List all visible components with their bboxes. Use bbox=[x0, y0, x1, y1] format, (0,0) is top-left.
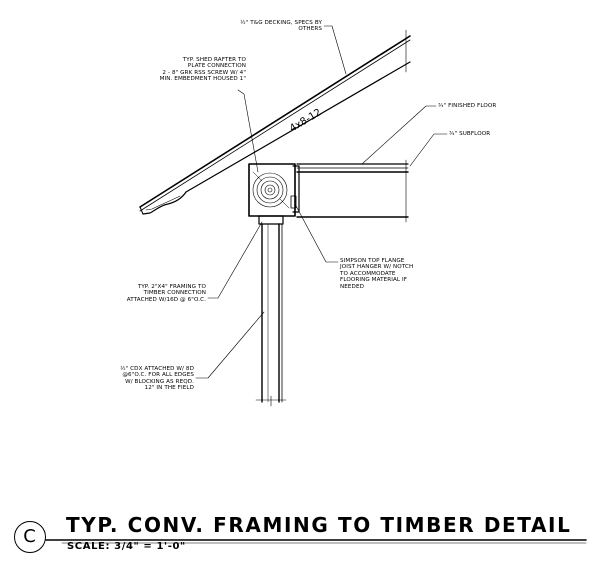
floor-assembly bbox=[296, 159, 409, 223]
note-rafter-connection-line-3: 2 - 8" GRK RSS SCREW W/ 4" bbox=[162, 69, 246, 76]
growth-ring-4 bbox=[264, 184, 276, 196]
note-framing-line-2: TIMBER CONNECTION bbox=[143, 290, 206, 297]
note-hanger-line-3: TO ACCOMMODATE bbox=[340, 270, 396, 277]
leader-subfloor bbox=[409, 133, 448, 167]
note-finished-floor: ¾" FINISHED FLOOR bbox=[438, 103, 538, 109]
note-rafter-connection: TYP. SHED RAFTER TO PLATE CONNECTION 2 -… bbox=[120, 57, 246, 83]
rafter-tail-profile bbox=[142, 191, 187, 215]
leader-hanger bbox=[294, 203, 339, 263]
beam-check-1 bbox=[252, 171, 263, 182]
rafter-tail-inner bbox=[145, 195, 181, 211]
note-rafter-connection-line-2: PLATE CONNECTION bbox=[187, 63, 246, 70]
note-hanger-line-4: FLOORING MATERIAL IF bbox=[340, 277, 408, 284]
note-sheathing: ½" CDX ATTACHED W/ 8d @6"O.C. FOR ALL ED… bbox=[86, 366, 194, 392]
growth-ring-1 bbox=[252, 172, 288, 208]
note-rafter-connection-line-1: TYP. SHED RAFTER TO bbox=[182, 57, 246, 63]
decking-top-line bbox=[139, 35, 411, 208]
note-decking-line-2: OTHERS bbox=[298, 26, 322, 33]
detail-title: TYP. CONV. FRAMING TO TIMBER DETAIL bbox=[66, 513, 572, 537]
note-sheathing-line-2: @6"O.C. FOR ALL EDGES bbox=[122, 372, 194, 379]
joist-hanger-flange bbox=[290, 195, 297, 209]
note-hanger: SIMPSON TOP FLANGE JOIST HANGER W/ NOTCH… bbox=[340, 258, 450, 290]
joist-hanger bbox=[292, 165, 300, 213]
rafter-assembly bbox=[139, 29, 411, 215]
top-plate bbox=[258, 215, 284, 225]
leader-rafter-connection bbox=[237, 89, 259, 173]
note-framing-line-3: ATTACHED W/16d @ 6"O.C. bbox=[126, 296, 206, 303]
leader-framing bbox=[207, 221, 263, 299]
growth-ring-2 bbox=[256, 176, 284, 204]
growth-ring-3 bbox=[260, 180, 280, 200]
note-hanger-line-2: JOIST HANGER W/ NOTCH bbox=[340, 264, 414, 271]
growth-ring-5 bbox=[267, 187, 273, 193]
note-subfloor: ¾" SUBFLOOR bbox=[449, 131, 539, 137]
leader-sheathing bbox=[195, 311, 265, 379]
note-hanger-line-5: NEEDED bbox=[340, 283, 365, 290]
detail-letter: C bbox=[23, 526, 36, 547]
note-hanger-line-1: SIMPSON TOP FLANGE bbox=[340, 258, 405, 264]
note-subfloor-line: ¾" SUBFLOOR bbox=[449, 131, 491, 137]
rafter-size-label: 4x8-12 bbox=[288, 107, 324, 134]
rafter-bottom-edge bbox=[185, 61, 411, 193]
beam-check-2 bbox=[279, 198, 290, 209]
note-sheathing-line-3: W/ BLOCKING AS REQD. bbox=[125, 378, 194, 385]
detail-scale: SCALE: 3/4" = 1'-0" bbox=[67, 541, 186, 552]
leader-finished-floor bbox=[361, 105, 437, 165]
decking-bottom-line bbox=[139, 39, 411, 212]
detail-letter-circle: C bbox=[14, 521, 46, 553]
note-decking-line-1: ½" T&G DECKING, SPECS BY bbox=[240, 20, 322, 26]
note-framing-line-1: TYP. 2"x4" FRAMING TO bbox=[137, 284, 206, 290]
timber-beam bbox=[248, 163, 300, 217]
stud-wall bbox=[255, 215, 287, 407]
note-rafter-connection-line-4: MIN. EMBEDMENT HOUSED 1" bbox=[159, 76, 246, 83]
note-decking: ½" T&G DECKING, SPECS BY OTHERS bbox=[210, 20, 322, 33]
note-sheathing-line-4: 12" IN THE FIELD bbox=[144, 385, 194, 392]
rafter-plumb-cut bbox=[139, 206, 144, 215]
leader-lines bbox=[195, 25, 448, 379]
note-framing: TYP. 2"x4" FRAMING TO TIMBER CONNECTION … bbox=[96, 284, 206, 303]
note-sheathing-line-1: ½" CDX ATTACHED W/ 8d bbox=[120, 366, 194, 372]
leader-decking bbox=[323, 25, 347, 75]
note-finished-floor-line: ¾" FINISHED FLOOR bbox=[438, 103, 497, 109]
